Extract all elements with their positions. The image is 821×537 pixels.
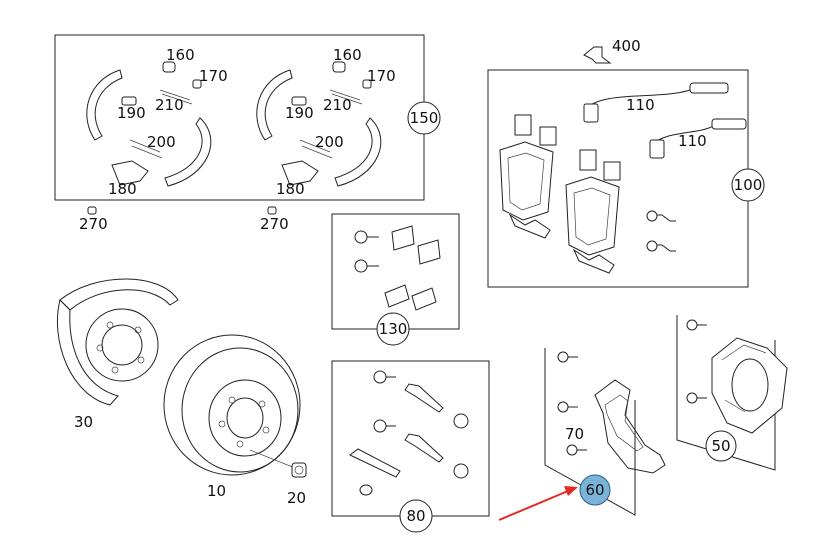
callout-130[interactable]: 130 xyxy=(376,312,410,346)
svg-text:160: 160 xyxy=(333,46,362,64)
part-270-right xyxy=(267,206,277,215)
callout-210-left[interactable]: 210 xyxy=(155,96,184,114)
hardware-kit-130 xyxy=(331,213,460,330)
callout-80[interactable]: 80 xyxy=(399,499,433,533)
svg-text:20: 20 xyxy=(287,489,306,507)
callout-190-left[interactable]: 190 xyxy=(117,104,146,122)
part-400 xyxy=(583,46,612,64)
svg-text:400: 400 xyxy=(612,37,641,55)
callout-180-left[interactable]: 180 xyxy=(108,180,137,198)
callout-160-right[interactable]: 160 xyxy=(333,46,362,64)
callout-100[interactable]: 100 xyxy=(731,168,765,202)
svg-text:200: 200 xyxy=(147,133,176,151)
callout-60[interactable]: 60 xyxy=(579,474,611,506)
callout-170-left[interactable]: 170 xyxy=(199,67,228,85)
callout-50[interactable]: 50 xyxy=(705,430,737,462)
part-20-nut xyxy=(291,462,307,478)
brake-disc-10 xyxy=(163,334,301,476)
selection-arrow xyxy=(498,486,578,521)
svg-text:180: 180 xyxy=(276,180,305,198)
callout-200-right[interactable]: 200 xyxy=(315,133,344,151)
svg-text:50: 50 xyxy=(711,437,730,455)
svg-text:170: 170 xyxy=(199,67,228,85)
part-270-left xyxy=(87,206,97,215)
callout-270-left[interactable]: 270 xyxy=(79,215,108,233)
svg-text:30: 30 xyxy=(74,413,93,431)
svg-text:150: 150 xyxy=(410,109,439,127)
svg-text:270: 270 xyxy=(260,215,289,233)
svg-text:210: 210 xyxy=(155,96,184,114)
svg-text:100: 100 xyxy=(734,176,763,194)
svg-text:130: 130 xyxy=(379,320,408,338)
callout-110-top[interactable]: 110 xyxy=(626,96,655,114)
callout-110-bottom[interactable]: 110 xyxy=(678,132,707,150)
callout-210-right[interactable]: 210 xyxy=(323,96,352,114)
svg-text:110: 110 xyxy=(678,132,707,150)
callout-70[interactable]: 70 xyxy=(565,425,584,443)
svg-text:210: 210 xyxy=(323,96,352,114)
svg-text:80: 80 xyxy=(406,507,425,525)
callout-30[interactable]: 30 xyxy=(74,413,93,431)
callout-180-right[interactable]: 180 xyxy=(276,180,305,198)
svg-text:70: 70 xyxy=(565,425,584,443)
svg-text:160: 160 xyxy=(166,46,195,64)
svg-text:60: 60 xyxy=(585,481,604,499)
callout-160-left[interactable]: 160 xyxy=(166,46,195,64)
callout-20[interactable]: 20 xyxy=(287,489,306,507)
callout-170-right[interactable]: 170 xyxy=(367,67,396,85)
svg-text:270: 270 xyxy=(79,215,108,233)
callout-400[interactable]: 400 xyxy=(612,37,641,55)
callout-200-left[interactable]: 200 xyxy=(147,133,176,151)
svg-text:10: 10 xyxy=(207,482,226,500)
brake-pad-group xyxy=(487,69,749,288)
callout-150[interactable]: 150 xyxy=(407,101,441,135)
svg-text:190: 190 xyxy=(285,104,314,122)
svg-text:170: 170 xyxy=(367,67,396,85)
callout-270-right[interactable]: 270 xyxy=(260,215,289,233)
svg-text:190: 190 xyxy=(117,104,146,122)
guide-pin-kit-80 xyxy=(331,360,490,517)
callout-190-right[interactable]: 190 xyxy=(285,104,314,122)
svg-text:180: 180 xyxy=(108,180,137,198)
parking-brake-shoe-group xyxy=(54,34,425,201)
svg-text:110: 110 xyxy=(626,96,655,114)
callout-10[interactable]: 10 xyxy=(207,482,226,500)
svg-text:200: 200 xyxy=(315,133,344,151)
dust-shield-30 xyxy=(56,278,179,406)
